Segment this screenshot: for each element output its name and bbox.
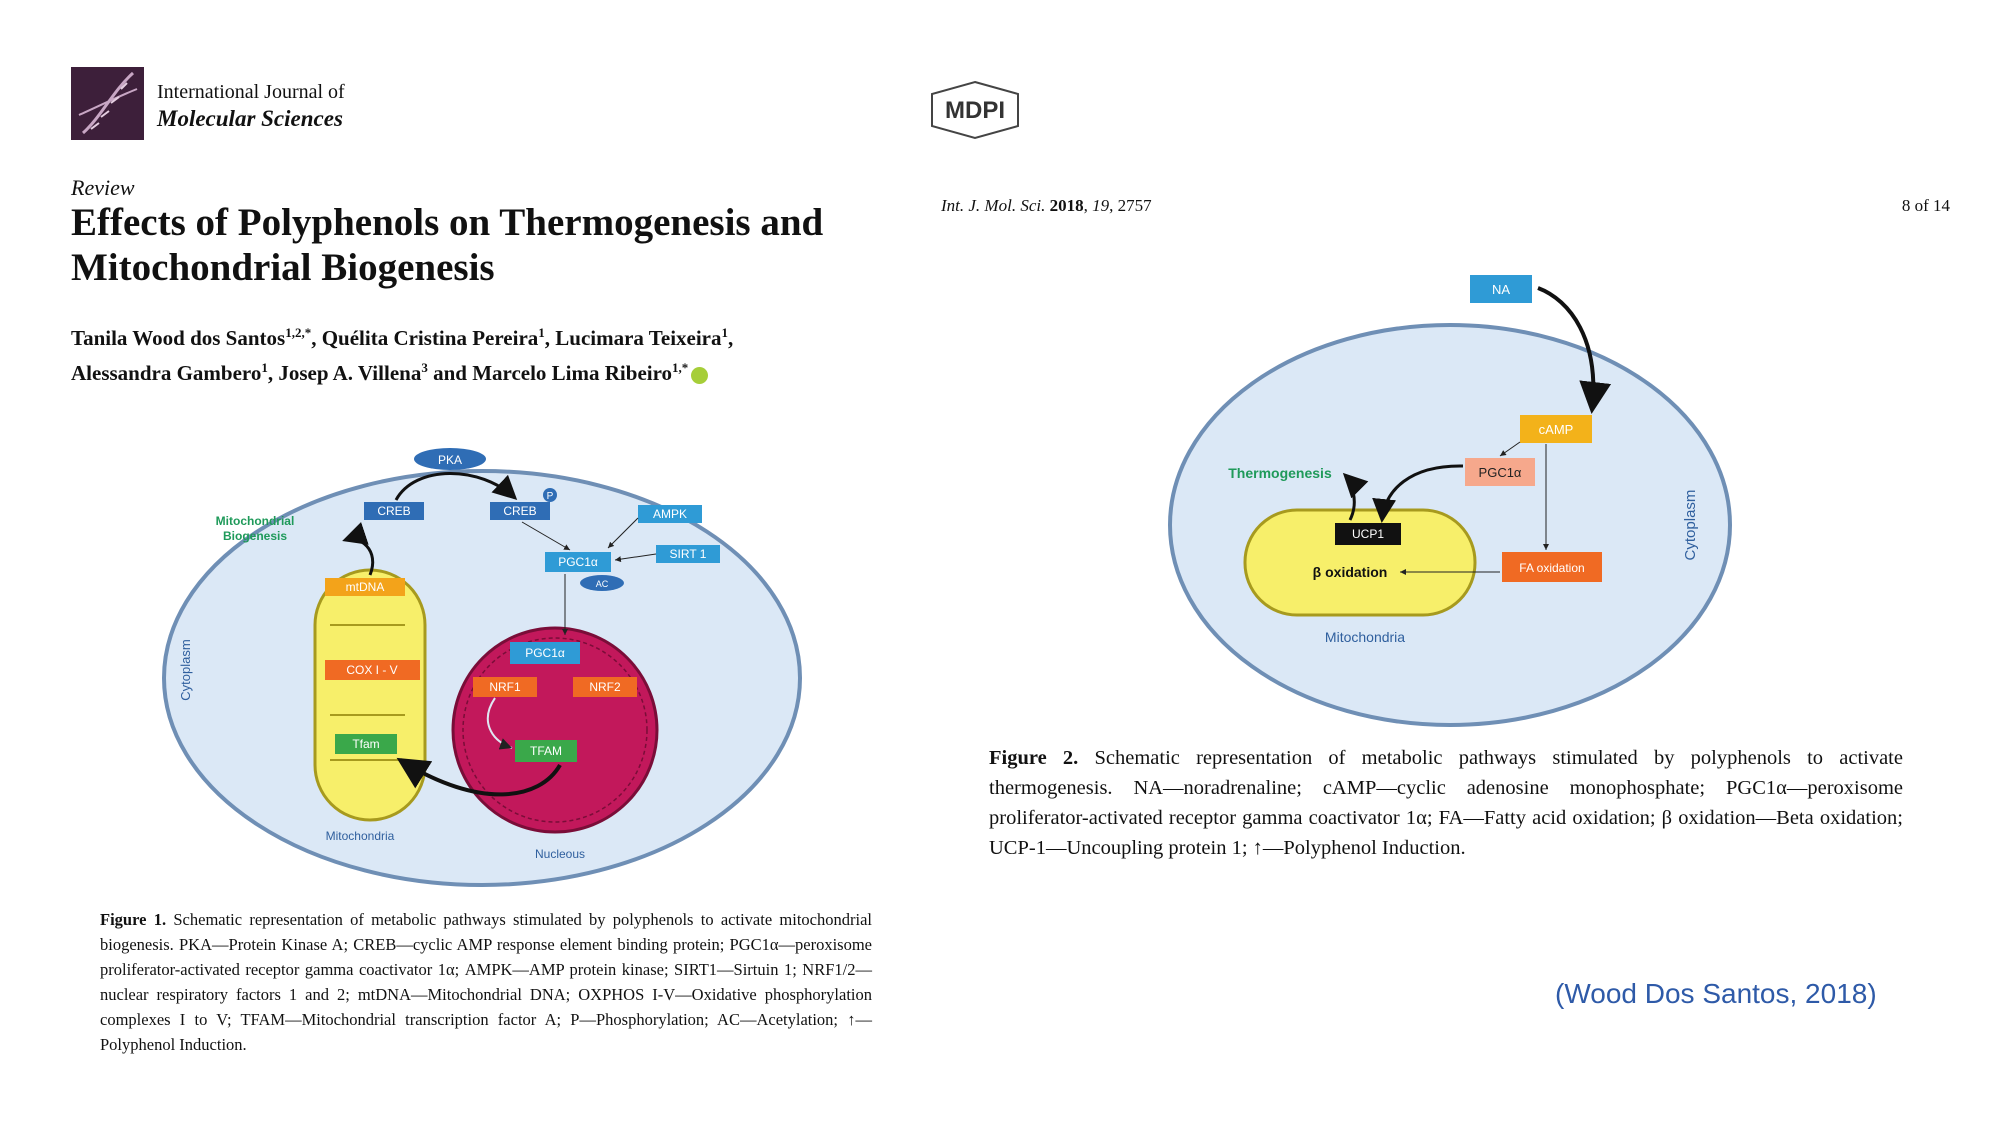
mitochondrion-shape [1243,508,1477,617]
fig1-label-p: P [547,491,554,502]
fig2-label-thermo: Thermogenesis [1228,465,1332,481]
mdpi-logo-text: MDPI [945,97,1005,124]
fig1-label-sirt1: SIRT 1 [670,547,707,561]
mdpi-logo: MDPI [928,80,1022,140]
fig1-label-mito-bio-1: Mitochondrial [216,514,295,528]
author: Marcelo Lima Ribeiro [472,361,673,385]
figure-2-diagram: NA cAMP PGC1α Thermogenesis UCP1 β oxida… [1168,275,1732,727]
page-number: 8 of 14 [1901,196,1950,215]
fig2-label-camp: cAMP [1539,422,1574,437]
orcid-icon[interactable] [691,366,709,384]
author: Alessandra Gambero [71,361,262,385]
article-type: Review [71,175,135,200]
fig2-label-mitochondria: Mitochondria [1325,629,1405,645]
fig1-label-tfam: TFAM [530,744,562,758]
fig1-label-creb1: CREB [377,504,410,518]
fig1-label-ampk: AMPK [653,507,687,521]
author-line-1: Tanila Wood dos Santos1,2,*, Quélita Cri… [71,325,734,350]
fig1-label-ac: AC [596,579,609,589]
fig1-label-tfam-small: Tfam [352,737,379,751]
fig1-label-mitochondria: Mitochondria [326,829,395,843]
fig1-label-nrf2: NRF2 [589,680,621,694]
author-line-2: Alessandra Gambero1, Josep A. Villena3 a… [71,353,951,388]
fig2-label-ucp1: UCP1 [1352,527,1384,541]
fig2-label-fa-ox: FA oxidation [1519,561,1584,575]
journal-name-line1: International Journal of [157,81,345,103]
author-list: Tanila Wood dos Santos1,2,*, Quélita Cri… [71,318,951,388]
fig1-label-nucleous: Nucleous [535,847,585,861]
right-page-journal-ref: Int. J. Mol. Sci. 2018, 19, 2757 [941,196,1152,215]
fig2-label-cytoplasm: Cytoplasm [1682,490,1699,561]
fig1-label-pgc1a: PGC1α [558,555,598,569]
author: Lucimara Teixeira [555,326,722,350]
figure-1-caption: Figure 1. Schematic representation of me… [100,910,872,1054]
figure-1-diagram: PKA CREB CREB P AMPK PGC1α SIRT 1 AC Mit… [162,448,802,887]
journal-name-line2: Molecular Sciences [157,106,343,131]
author: Josep A. Villena [278,361,422,385]
fig1-label-creb2: CREB [503,504,536,518]
fig2-label-beta-ox: β oxidation [1313,564,1388,580]
fig2-label-na: NA [1492,282,1510,297]
mitochondrion-shape [313,568,427,822]
fig1-label-cytoplasm: Cytoplasm [178,639,193,700]
paper-title: Effects of Polyphenols on Thermogenesis … [71,201,824,289]
fig1-label-nrf1: NRF1 [489,680,521,694]
dna-helix-icon [78,71,138,135]
author: Tanila Wood dos Santos [71,326,286,350]
journal-logo [71,67,144,140]
fig1-label-mtdna: mtDNA [346,580,385,594]
figure-2-caption: Figure 2. Schematic representation of me… [989,747,1903,859]
fig1-label-mito-bio-2: Biogenesis [223,529,287,543]
author: Quélita Cristina Pereira [321,326,539,350]
fig2-label-pgc1a: PGC1α [1479,465,1522,480]
fig1-label-cox: COX I - V [346,663,397,677]
citation: (Wood Dos Santos, 2018) [1555,978,1877,1009]
fig1-label-nuc-pgc1a: PGC1α [525,646,565,660]
fig1-label-pka: PKA [438,453,462,467]
